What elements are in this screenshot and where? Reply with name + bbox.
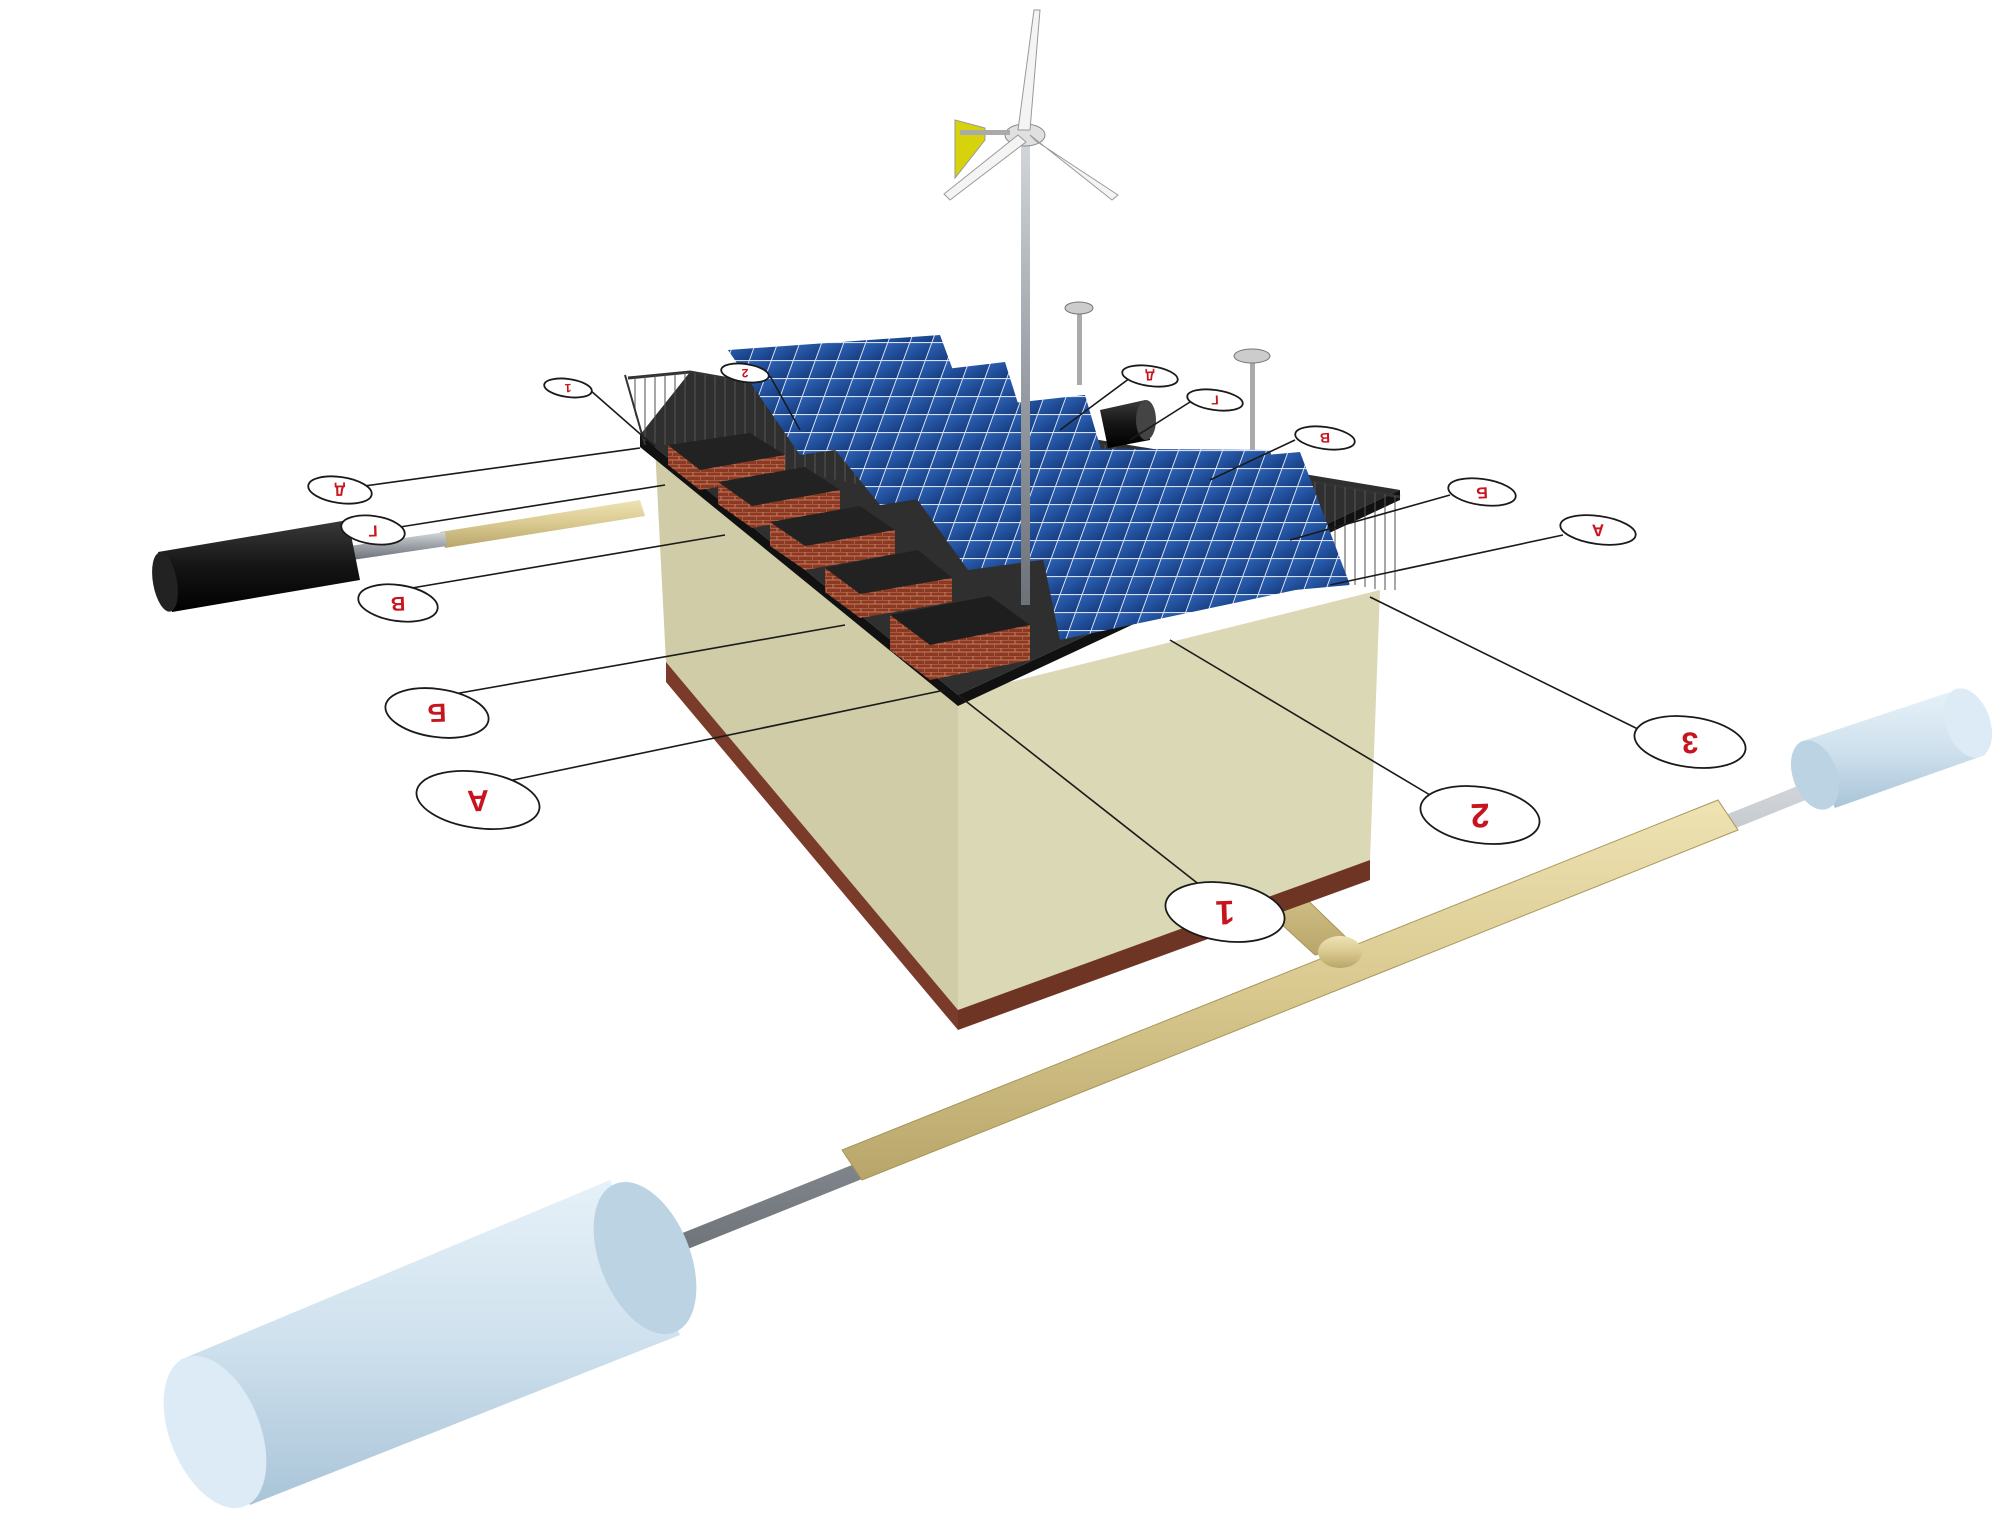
callout-roof-1: 1 — [543, 377, 593, 399]
svg-text:Б: Б — [1476, 483, 1488, 500]
callout-right-a: А — [1559, 514, 1637, 546]
callout-roof-2: 2 — [720, 362, 770, 384]
building-left-wall — [655, 447, 958, 1010]
turbine-mast — [1021, 135, 1030, 605]
svg-text:Д: Д — [334, 481, 346, 498]
roof-black-tank — [1100, 400, 1156, 448]
callout-num-3: 3 — [1633, 715, 1747, 769]
left-insulated-pipe — [440, 500, 645, 548]
right-ground-tank — [1790, 688, 1993, 810]
callout-num-2: 2 — [1419, 785, 1541, 845]
callout-right-b: Б — [1447, 477, 1517, 507]
svg-text:А: А — [467, 783, 490, 817]
svg-text:1: 1 — [564, 381, 571, 395]
svg-text:В: В — [390, 592, 405, 614]
building-front-wall — [958, 590, 1380, 1010]
foundation-left — [666, 662, 958, 1030]
callout-left-v: В — [357, 583, 439, 623]
leader-lines — [349, 375, 1651, 898]
svg-text:А: А — [1592, 520, 1605, 539]
svg-text:Г: Г — [1210, 392, 1219, 407]
callout-left-a: А — [415, 770, 541, 830]
callout-top-g: Г — [1186, 388, 1244, 412]
wind-turbine — [943, 9, 1119, 605]
left-steel-pipe — [350, 532, 447, 560]
turbine-blade-up — [1017, 9, 1041, 131]
svg-text:Б: Б — [427, 698, 447, 729]
svg-text:Г: Г — [368, 521, 378, 538]
svg-text:2: 2 — [741, 366, 748, 380]
callout-num-1: 1 — [1164, 881, 1286, 943]
pipe-tee-joint — [1318, 936, 1362, 968]
ground-loop-system — [163, 688, 1993, 1509]
callout-right-v: В — [1294, 425, 1356, 451]
callout-left-d: Д — [307, 475, 373, 505]
svg-text:3: 3 — [1681, 725, 1699, 759]
callout-top-d: Д — [1121, 364, 1179, 388]
callout-left-b: Б — [384, 687, 490, 739]
main-insulated-pipe — [841, 799, 1739, 1181]
turbine-blade-left — [943, 134, 1027, 201]
callout-left-g: Г — [340, 514, 406, 546]
building — [624, 301, 1401, 1030]
solar-panel-row-5 — [1150, 452, 1350, 600]
left-ground-tank — [163, 1180, 697, 1509]
roof-vent-boxes — [668, 433, 1030, 680]
svg-text:В: В — [1320, 430, 1331, 446]
svg-text:Д: Д — [1144, 368, 1155, 383]
left-black-tank — [152, 520, 360, 612]
left-black-tank-assembly — [152, 500, 645, 612]
solar-panel-array — [728, 335, 1350, 640]
roof-vent-posts — [1064, 301, 1271, 450]
turbine-blade-right — [1029, 134, 1119, 201]
svg-text:2: 2 — [1470, 796, 1490, 835]
svg-text:1: 1 — [1215, 893, 1235, 932]
